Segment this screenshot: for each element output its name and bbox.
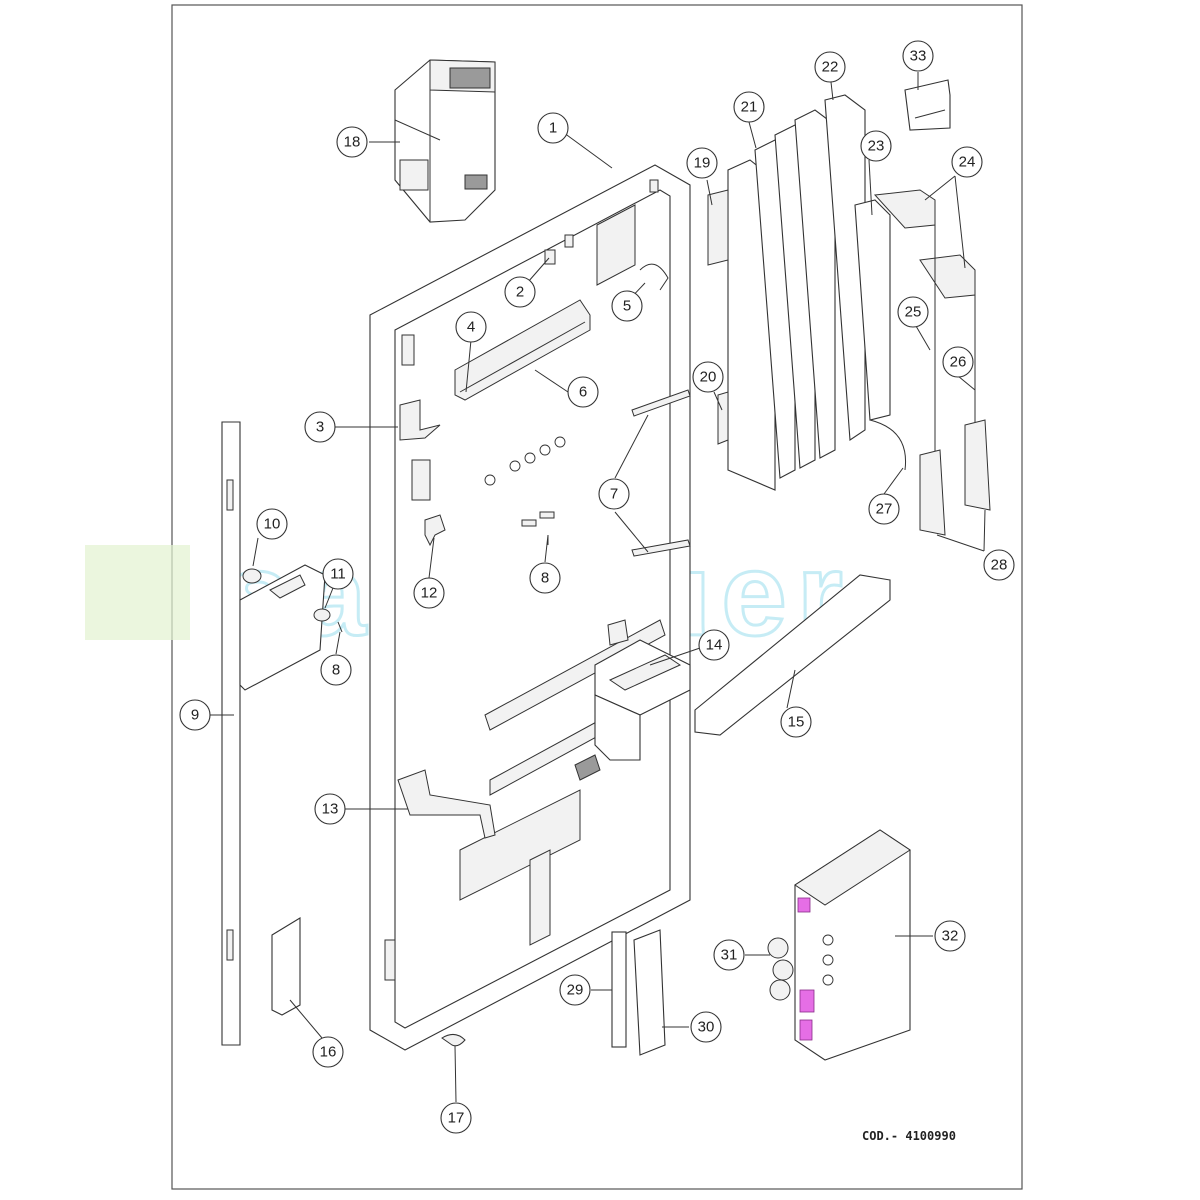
callout-18: 18	[336, 126, 368, 158]
svg-text:10: 10	[264, 516, 281, 533]
callout-3: 3	[304, 411, 336, 443]
svg-text:7: 7	[610, 486, 618, 503]
callout-29: 29	[559, 974, 591, 1006]
part-bracket-3	[399, 399, 441, 441]
callout-11: 11	[322, 558, 354, 590]
callout-32: 32	[934, 920, 966, 952]
callout-26: 26	[942, 346, 974, 378]
svg-text:8: 8	[332, 662, 340, 679]
part-long-strip	[221, 421, 241, 1046]
svg-text:22: 22	[822, 59, 839, 76]
callout-6: 6	[567, 376, 599, 408]
highlight-square	[797, 897, 811, 913]
svg-text:4: 4	[467, 319, 475, 336]
callout-20: 20	[692, 361, 724, 393]
callout-17: 17	[440, 1102, 472, 1134]
callout-14: 14	[698, 629, 730, 661]
callout-22: 22	[814, 51, 846, 83]
part-roller-29	[611, 931, 627, 1048]
callout-25: 25	[897, 296, 929, 328]
callout-16: 16	[312, 1036, 344, 1068]
svg-text:14: 14	[706, 637, 723, 654]
part-chute-assembly-14	[574, 619, 691, 781]
svg-text:6: 6	[579, 384, 587, 401]
svg-text:2: 2	[516, 284, 524, 301]
callout-2: 2	[504, 276, 536, 308]
part-clip-5	[639, 263, 669, 291]
callout-1: 1	[537, 112, 569, 144]
part-connector-33	[904, 79, 951, 131]
svg-text:27: 27	[876, 501, 893, 518]
part-latch-12	[424, 514, 446, 547]
part-levers-24-28	[869, 189, 991, 536]
callout-7: 7	[598, 478, 630, 510]
svg-text:15: 15	[788, 714, 805, 731]
callout-27: 27	[868, 493, 900, 525]
svg-text:19: 19	[694, 155, 711, 172]
callout-30: 30	[690, 1011, 722, 1043]
svg-text:3: 3	[316, 419, 324, 436]
part-channel-30	[633, 929, 666, 1056]
drawing-code-label: COD.- 4100990	[862, 1129, 956, 1143]
svg-text:11: 11	[330, 566, 346, 583]
callout-21: 21	[733, 91, 765, 123]
svg-text:18: 18	[344, 134, 361, 151]
callout-5: 5	[611, 290, 643, 322]
part-coin-mechanism	[394, 59, 496, 223]
callout-8-center: 8	[529, 562, 561, 594]
part-knob-17	[441, 1034, 466, 1047]
callout-31: 31	[713, 939, 745, 971]
svg-text:30: 30	[698, 1019, 715, 1036]
part-lock-plate	[239, 564, 331, 691]
part-rail-15	[694, 574, 891, 736]
part-columns-21-23	[707, 94, 891, 491]
svg-text:12: 12	[421, 585, 438, 602]
callout-15: 15	[780, 706, 812, 738]
svg-text:21: 21	[741, 99, 758, 116]
part-door-panel	[369, 164, 691, 1051]
svg-text:26: 26	[950, 354, 967, 371]
watermark-logo-block	[85, 545, 190, 640]
callout-24: 24	[951, 146, 983, 178]
callout-10: 10	[256, 508, 288, 540]
svg-text:24: 24	[959, 154, 976, 171]
highlight-block-b	[799, 1019, 813, 1041]
svg-text:8: 8	[541, 570, 549, 587]
callout-8-left: 8	[320, 654, 352, 686]
svg-text:20: 20	[700, 369, 717, 386]
svg-text:28: 28	[991, 557, 1008, 574]
part-bracket-16	[271, 917, 301, 1016]
svg-text:29: 29	[567, 982, 584, 999]
part-arm-13	[397, 769, 496, 839]
svg-text:23: 23	[868, 138, 885, 155]
svg-text:9: 9	[191, 707, 199, 724]
svg-text:16: 16	[320, 1044, 337, 1061]
svg-text:33: 33	[910, 48, 927, 65]
svg-text:5: 5	[623, 298, 631, 315]
callout-13: 13	[314, 793, 346, 825]
callout-4: 4	[455, 311, 487, 343]
svg-text:31: 31	[721, 947, 738, 964]
callout-9: 9	[179, 699, 211, 731]
part-control-box-32	[767, 829, 911, 1061]
callout-33: 33	[902, 40, 934, 72]
callout-19: 19	[686, 147, 718, 179]
svg-text:13: 13	[322, 801, 339, 818]
svg-text:32: 32	[942, 928, 959, 945]
leader-lines	[209, 72, 986, 1103]
svg-text:17: 17	[448, 1110, 465, 1127]
callout-28: 28	[983, 549, 1015, 581]
svg-text:25: 25	[905, 304, 922, 321]
part-springs-7	[631, 389, 691, 557]
highlight-block-a	[799, 989, 815, 1013]
callout-23: 23	[860, 130, 892, 162]
svg-text:1: 1	[549, 120, 557, 137]
callout-12: 12	[413, 577, 445, 609]
